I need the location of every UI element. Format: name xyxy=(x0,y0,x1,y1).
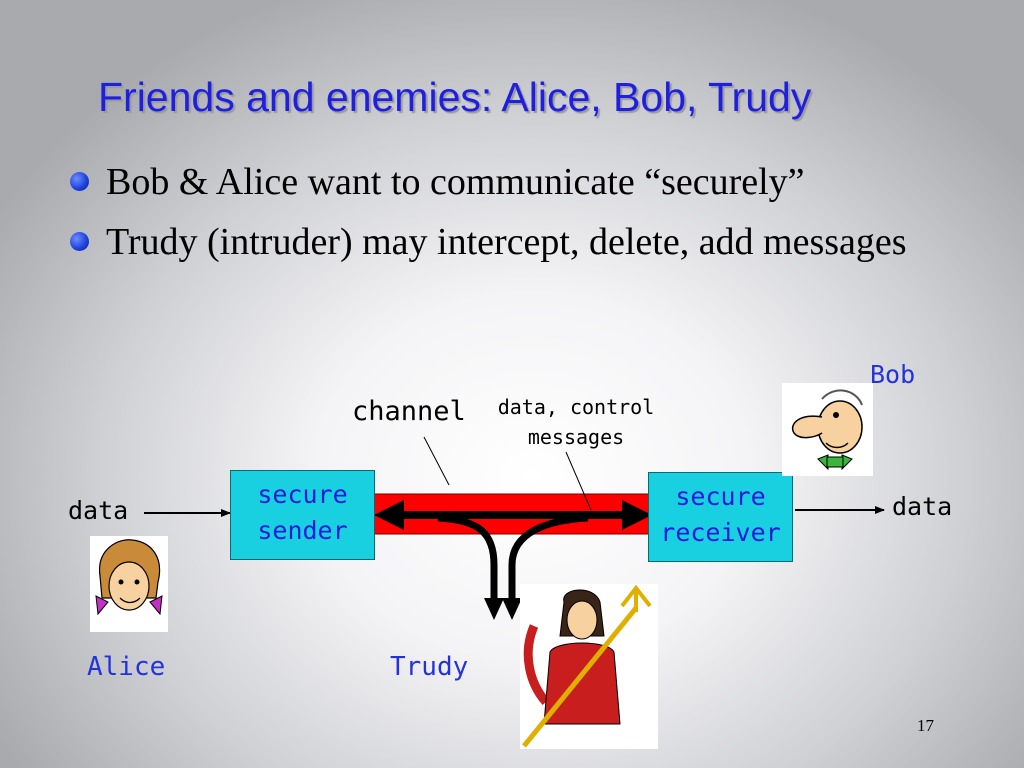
sender-box-line1: secure xyxy=(257,480,348,509)
bullet-dot-icon xyxy=(70,172,89,191)
bob-figure-icon xyxy=(782,383,873,476)
alice-figure-icon xyxy=(90,536,168,632)
bullet-list: Bob & Alice want to communicate “securel… xyxy=(70,156,970,276)
messages-label-line1: data, control xyxy=(497,395,655,419)
intercept-arrowhead-right xyxy=(502,598,522,620)
channel-label: channel xyxy=(352,396,466,427)
alice-label: Alice xyxy=(87,652,166,682)
bullet-text: Bob & Alice want to communicate “securel… xyxy=(106,161,805,203)
data-in-label: data xyxy=(68,496,129,525)
trudy-devil-figure-icon xyxy=(520,584,658,749)
intercept-arrowhead-left xyxy=(484,598,504,620)
bob-label: Bob xyxy=(870,360,916,389)
slide-title: Friends and enemies: Alice, Bob, Trudy xyxy=(98,74,812,120)
receiver-box-line2: receiver xyxy=(660,518,781,547)
channel-double-arrow xyxy=(374,500,652,530)
channel-pointer-line xyxy=(423,436,450,486)
secure-sender-box: secure sender xyxy=(230,470,375,560)
bullet-dot-icon xyxy=(70,232,89,251)
bullet-item: Bob & Alice want to communicate “securel… xyxy=(70,156,970,208)
intercept-arrows xyxy=(437,514,589,604)
sender-box-line2: sender xyxy=(257,516,348,545)
messages-label: data, control messages xyxy=(496,392,656,452)
messages-label-line2: messages xyxy=(527,425,625,449)
secure-receiver-box: secure receiver xyxy=(648,472,793,562)
bullet-text: Trudy (intruder) may intercept, delete, … xyxy=(106,221,907,263)
receiver-box-line1: secure xyxy=(675,482,766,511)
trudy-label: Trudy xyxy=(390,652,469,682)
data-out-label: data xyxy=(892,492,953,521)
page-number: 17 xyxy=(917,716,934,735)
bullet-item: Trudy (intruder) may intercept, delete, … xyxy=(70,216,970,268)
messages-pointer-line xyxy=(565,451,592,511)
